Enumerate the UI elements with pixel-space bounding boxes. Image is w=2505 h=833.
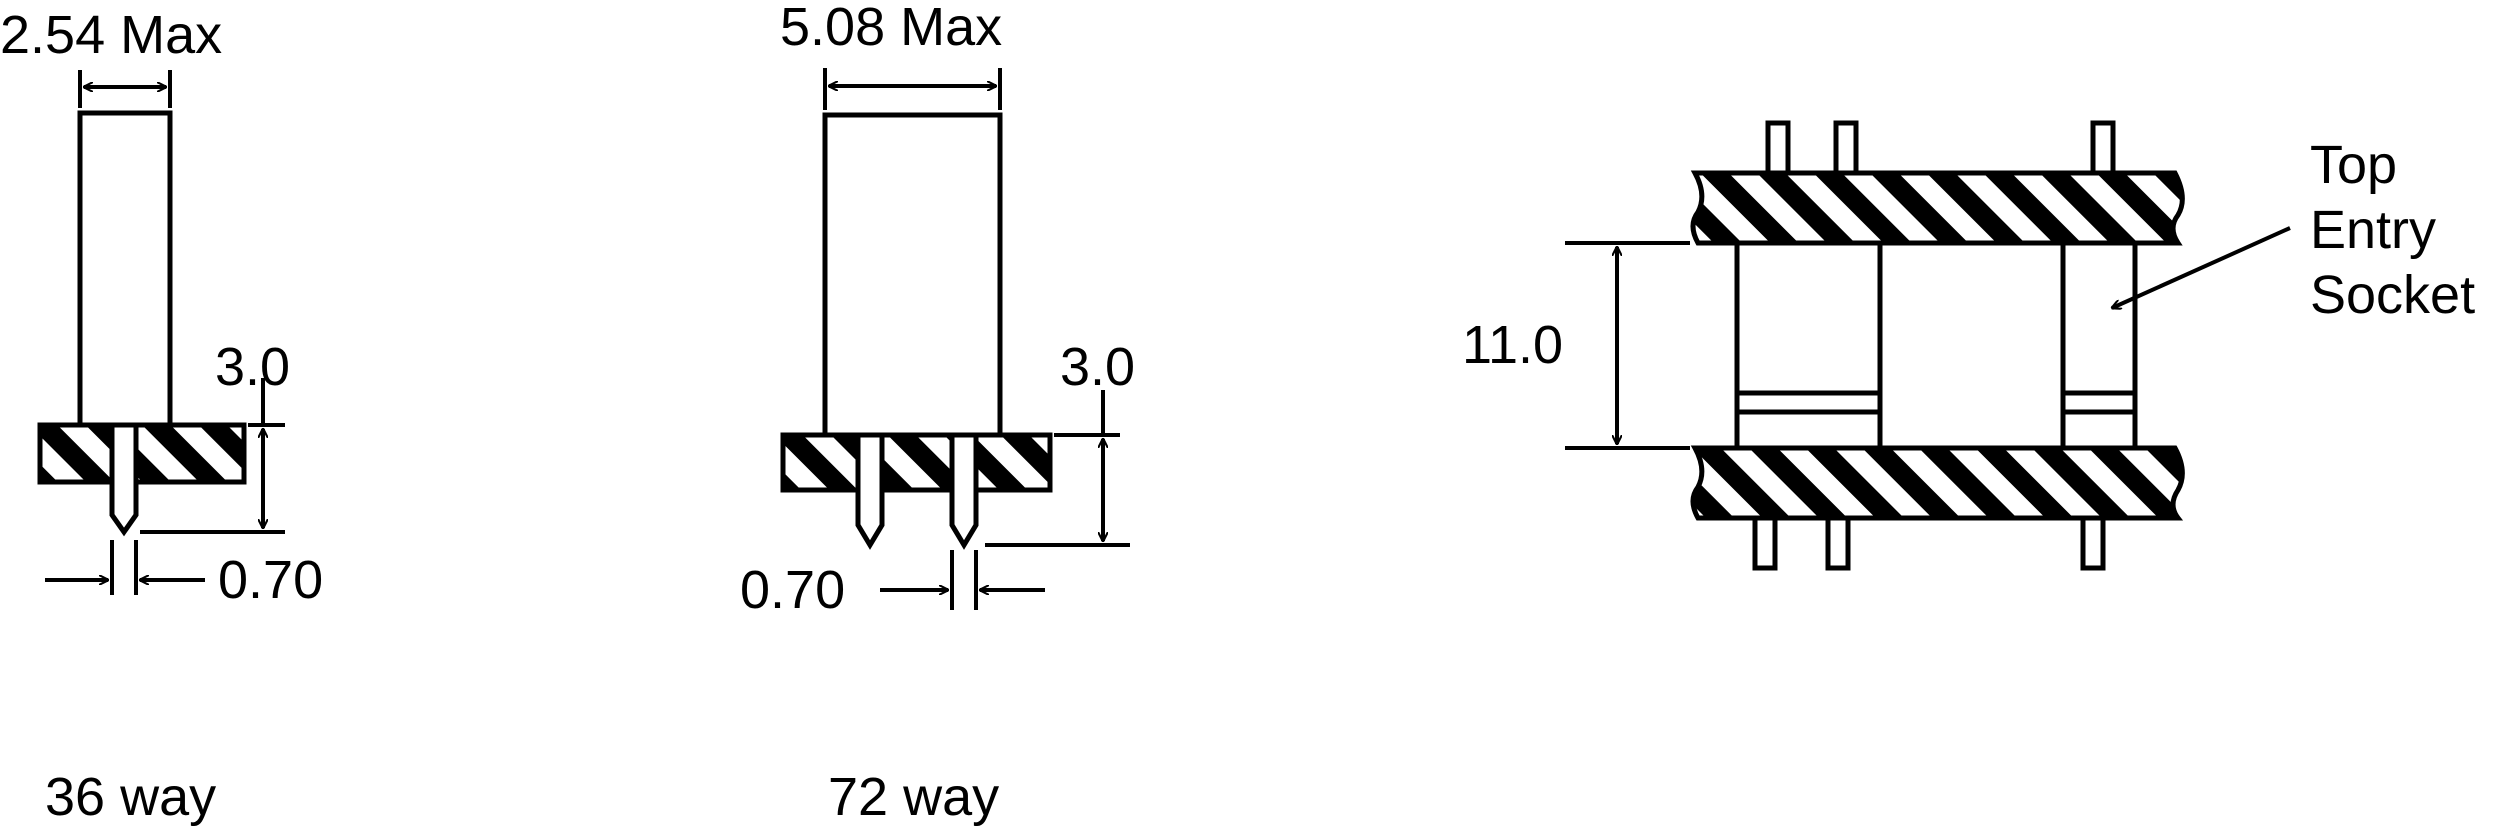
- top-entry-socket: [2060, 240, 2138, 451]
- middle-caption: 72 way: [828, 767, 999, 827]
- callout-line-socket: Socket: [2310, 265, 2475, 325]
- socket-callout-arrow: [2112, 226, 2291, 308]
- left-connector-body: [77, 110, 173, 428]
- middle-pcb-section: [780, 432, 1053, 493]
- lower-board-section: [1690, 445, 2185, 521]
- left-housing: [1734, 240, 1883, 451]
- middle-connector-body: [822, 112, 1003, 438]
- left-pin: [109, 422, 139, 537]
- left-pin-label: 0.70: [218, 550, 323, 610]
- callout-line-top: Top: [2310, 135, 2397, 195]
- middle-pin-right: [949, 432, 979, 550]
- middle-connector-view: 5.08 Max 3.0 0.70 72 way: [740, 0, 1135, 827]
- middle-pin-left: [855, 432, 885, 550]
- left-height-label: 3.0: [215, 337, 290, 397]
- top-pin-2: [1833, 120, 1859, 176]
- left-connector-view: 2.54 Max 3.0 0.70 36 way: [0, 5, 323, 827]
- callout-line-entry: Entry: [2310, 200, 2436, 260]
- middle-height-label: 3.0: [1060, 337, 1135, 397]
- left-caption: 36 way: [45, 767, 216, 827]
- bottom-pin-2: [1825, 515, 1851, 571]
- top-pin-1: [1765, 120, 1791, 176]
- left-pcb-section: [37, 422, 247, 485]
- upper-board-section: [1690, 170, 2185, 246]
- right-board-view: 11.0 Top Entry Socket: [1462, 120, 2475, 571]
- bottom-pin-3: [2080, 515, 2106, 571]
- board-height-label: 11.0: [1462, 315, 1563, 375]
- middle-pin-label: 0.70: [740, 560, 845, 620]
- top-pin-3: [2090, 120, 2116, 176]
- bottom-pin-1: [1752, 515, 1778, 571]
- middle-width-label: 5.08 Max: [780, 0, 1002, 57]
- left-width-label: 2.54 Max: [0, 5, 222, 65]
